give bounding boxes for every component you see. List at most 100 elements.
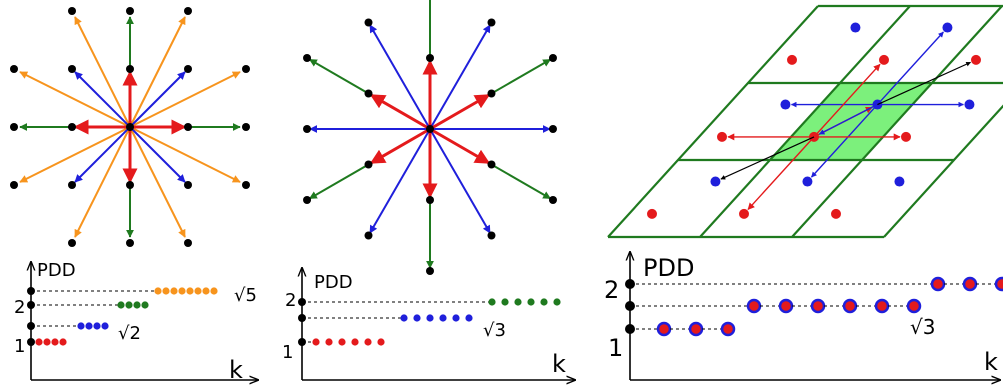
y-tick-label-2: 2 — [14, 297, 25, 318]
lattice-point — [548, 125, 557, 133]
pdd-point — [154, 287, 162, 295]
pdd-point — [688, 321, 704, 337]
square-lattice-panel — [10, 7, 250, 247]
lattice-point — [831, 208, 841, 219]
pdd-point — [906, 298, 922, 314]
blue-neighbour-arrow — [876, 31, 944, 106]
lattice-point — [710, 176, 721, 187]
pdd-ylabel: PDD — [37, 260, 76, 281]
lattice-point — [68, 123, 76, 131]
pdd-point — [656, 321, 672, 337]
y-tick-label-1: 1 — [282, 342, 293, 363]
orange-neighbour-arrow — [19, 71, 131, 128]
two-point-lattice-panel — [607, 4, 1003, 239]
pdd-point — [338, 338, 346, 346]
lattice-point — [487, 89, 496, 98]
red-neighbour-arrow — [369, 127, 431, 165]
pdd-xlabel: k — [229, 356, 243, 384]
red-neighbour-arrow — [747, 136, 815, 210]
lattice-point — [717, 131, 727, 142]
pdd-point — [842, 298, 858, 314]
orange-neighbour-arrow — [19, 126, 131, 183]
lattice-point — [364, 89, 373, 98]
pdd-point — [720, 321, 736, 337]
y-tick-label-2: 2 — [285, 290, 296, 311]
orange-neighbour-arrow — [74, 16, 131, 128]
lattice-point — [802, 176, 813, 187]
lattice-point — [364, 18, 373, 27]
pdd-point — [101, 322, 109, 330]
pdd-point — [125, 301, 133, 309]
lattice-point — [184, 65, 192, 73]
lattice-point — [184, 239, 192, 247]
blue-neighbour-arrow — [129, 126, 186, 183]
pdd-point — [35, 338, 43, 346]
blue-neighbour-arrow — [74, 126, 131, 183]
lattice-point — [487, 18, 496, 27]
orange-neighbour-arrow — [129, 126, 241, 183]
lattice-point — [126, 239, 134, 247]
lattice-point — [242, 181, 250, 189]
blue-neighbour-arrow — [129, 71, 186, 128]
blue-neighbour-arrow — [369, 24, 431, 130]
pdd-point — [312, 338, 320, 346]
lattice-point — [647, 208, 657, 219]
lattice-point — [242, 123, 250, 131]
lattice-point — [487, 231, 496, 240]
lattice-point — [426, 125, 434, 133]
pdd-plot-square: PDD 2 1 k √2 √5 — [14, 260, 258, 384]
lattice-point — [879, 54, 889, 65]
y-tick-label-1: 1 — [14, 336, 25, 357]
orange-neighbour-arrow — [129, 16, 186, 128]
pdd-point — [178, 287, 186, 295]
pdd-point — [117, 301, 125, 309]
blue-neighbour-arrow — [74, 71, 131, 128]
lattice-point — [68, 239, 76, 247]
blue-neighbour-arrow — [818, 103, 878, 135]
lattice-point — [548, 196, 557, 204]
lattice-point — [184, 7, 192, 15]
pdd-point — [59, 338, 67, 346]
pdd-point — [194, 287, 202, 295]
pdd-point — [202, 287, 210, 295]
sqrt3-annotation: √3 — [483, 320, 506, 341]
red-neighbour-arrow — [429, 93, 491, 131]
pdd-point — [452, 314, 460, 322]
lattice-point — [850, 22, 861, 33]
sqrt3-annotation: √3 — [910, 315, 935, 339]
blue-neighbour-arrow — [369, 128, 431, 234]
orange-neighbour-arrow — [129, 71, 241, 128]
lattice-point — [303, 125, 312, 133]
pdd-point — [133, 301, 141, 309]
blue-neighbour-arrow — [429, 24, 491, 130]
lattice-point — [894, 176, 905, 187]
pdd-point — [400, 314, 408, 322]
pdd-point — [51, 338, 59, 346]
lattice-point — [303, 54, 312, 62]
unit-cell-highlight — [770, 83, 932, 160]
pdd-point — [778, 298, 794, 314]
pdd-point — [994, 276, 1003, 292]
pdd-point — [501, 298, 509, 306]
lattice-point — [303, 196, 312, 204]
pdd-point — [746, 298, 762, 314]
sqrt2-annotation: √2 — [118, 323, 141, 344]
pdd-plot-hexagonal: PDD 2 1 k √3 — [282, 268, 575, 380]
lattice-point — [426, 196, 434, 204]
pdd-point — [162, 287, 170, 295]
lattice-point — [184, 181, 192, 189]
lattice-point — [364, 160, 373, 169]
orange-neighbour-arrow — [74, 126, 131, 238]
lattice-point — [780, 99, 791, 110]
lattice-point — [426, 267, 434, 275]
red-neighbour-arrow — [429, 127, 491, 165]
red-neighbour-arrow — [813, 63, 881, 138]
pdd-point — [514, 298, 522, 306]
pdd-ylabel: PDD — [314, 272, 353, 293]
y-tick-label-2: 2 — [604, 276, 619, 304]
lattice-point — [364, 231, 373, 240]
lattice-point — [487, 160, 496, 169]
pdd-point — [465, 314, 473, 322]
y-tick-label-1: 1 — [608, 334, 623, 362]
